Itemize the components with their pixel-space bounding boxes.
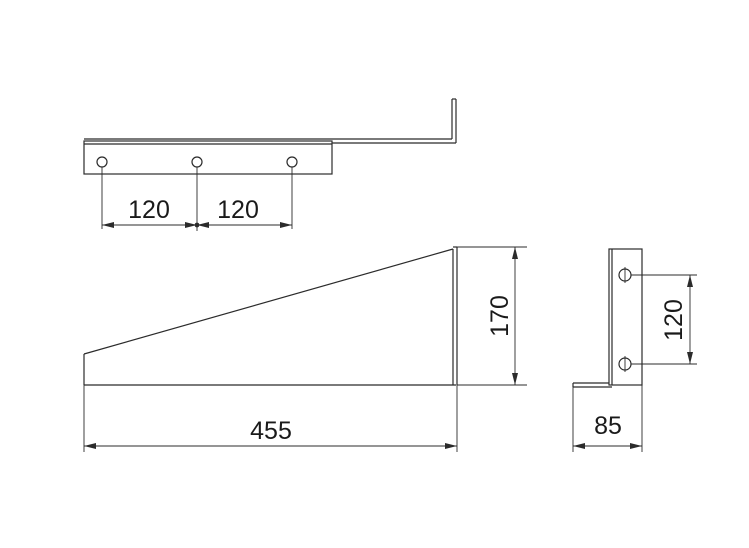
side-view: 170 455 bbox=[83, 246, 527, 452]
dim-label-width: 85 bbox=[594, 412, 622, 440]
dim-label-length: 455 bbox=[250, 417, 292, 445]
arrow-length-right bbox=[445, 443, 457, 449]
dim-label-hole-spacing: 120 bbox=[660, 299, 688, 341]
dim-mid-dot bbox=[194, 222, 200, 228]
hole-3 bbox=[286, 156, 298, 168]
arrow-left bbox=[102, 222, 114, 228]
arrow-mid-r bbox=[197, 222, 209, 228]
hole-1 bbox=[96, 156, 108, 168]
dim-label-spacing-left: 120 bbox=[128, 196, 170, 224]
web-top-edge bbox=[83, 248, 454, 355]
arrow-height-top bbox=[512, 247, 518, 259]
arrow-width-right bbox=[630, 443, 642, 449]
arrow-height-bottom bbox=[512, 373, 518, 385]
top-plate-outline bbox=[83, 140, 333, 175]
end-plate-outline bbox=[608, 248, 643, 386]
arrow-right bbox=[280, 222, 292, 228]
top-view: 120 120 bbox=[83, 98, 457, 231]
arrow-width-left bbox=[573, 443, 585, 449]
arrow-hole-top bbox=[687, 275, 693, 287]
arrow-mid-l bbox=[185, 222, 197, 228]
dim-label-height: 170 bbox=[486, 295, 514, 337]
arrow-length-left bbox=[84, 443, 96, 449]
arrow-hole-bottom bbox=[687, 352, 693, 364]
dim-label-spacing-right: 120 bbox=[217, 196, 259, 224]
end-view: 120 85 bbox=[572, 248, 697, 452]
hole-2 bbox=[191, 156, 203, 168]
